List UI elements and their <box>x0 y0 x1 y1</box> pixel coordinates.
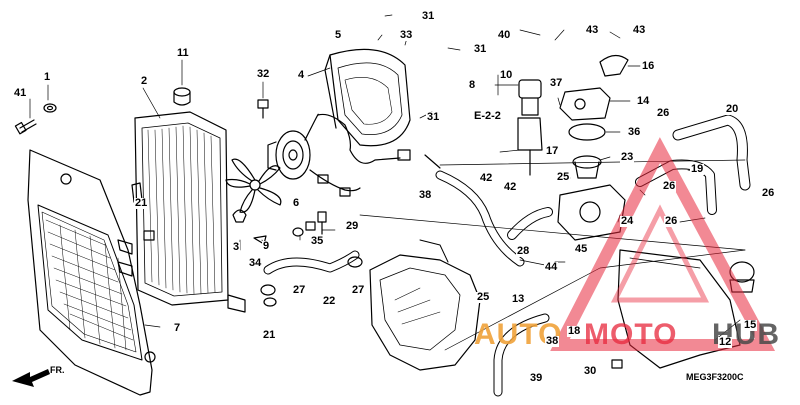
callout-36[interactable]: 36 <box>627 126 642 138</box>
callout-44[interactable]: 44 <box>544 261 559 273</box>
callout-40[interactable]: 40 <box>497 29 512 41</box>
callout-1[interactable]: 1 <box>43 71 52 83</box>
callout-41[interactable]: 41 <box>13 87 28 99</box>
front-direction-label: FR. <box>50 365 65 375</box>
callout-4[interactable]: 4 <box>297 69 306 81</box>
callout-14[interactable]: 14 <box>636 95 651 107</box>
diagram-code: MEG3F3200C <box>686 372 744 382</box>
watermark-triangle <box>550 137 776 351</box>
callout-24[interactable]: 24 <box>620 215 635 227</box>
callout-25[interactable]: 25 <box>556 171 571 183</box>
callout-27[interactable]: 27 <box>292 284 307 296</box>
callout-26[interactable]: 26 <box>664 215 679 227</box>
water-pipe <box>517 79 543 176</box>
hose-28 <box>507 207 553 240</box>
callout-42[interactable]: 42 <box>503 181 518 193</box>
callout-11[interactable]: 11 <box>176 47 190 59</box>
callout-3[interactable]: 3 <box>232 241 241 253</box>
hose-22 <box>263 250 360 275</box>
callout-8[interactable]: 8 <box>468 79 477 91</box>
watermark-triangle-inner <box>610 204 710 303</box>
o-ring-36 <box>568 123 606 141</box>
callout-39[interactable]: 39 <box>529 372 544 384</box>
fan-hardware <box>232 209 327 245</box>
thermostat <box>572 155 602 179</box>
leader-lines <box>29 14 746 351</box>
bracket-16 <box>599 54 629 77</box>
callout-29[interactable]: 29 <box>345 220 360 232</box>
callout-38[interactable]: 38 <box>545 335 560 347</box>
callout-25[interactable]: 25 <box>476 291 491 303</box>
callout-20[interactable]: 20 <box>725 103 740 115</box>
clamps <box>260 256 363 307</box>
callout-2[interactable]: 2 <box>140 75 149 87</box>
grommet <box>173 87 191 106</box>
callout-6[interactable]: 6 <box>292 197 301 209</box>
hose-38 <box>424 154 525 267</box>
hose-39 <box>493 313 550 397</box>
callout-16[interactable]: 16 <box>641 60 656 72</box>
callout-23[interactable]: 23 <box>620 151 635 163</box>
callout-27[interactable]: 27 <box>351 284 366 296</box>
callout-30[interactable]: 30 <box>583 365 598 377</box>
section-reference[interactable]: E-2-2 <box>474 110 501 122</box>
watermark-part2: MOTO <box>584 318 678 351</box>
thermostat-cover <box>559 87 611 121</box>
callout-33[interactable]: 33 <box>399 29 414 41</box>
callout-26[interactable]: 26 <box>761 187 776 199</box>
callout-9[interactable]: 9 <box>262 240 271 252</box>
callout-28[interactable]: 28 <box>516 245 531 257</box>
callout-26[interactable]: 26 <box>656 107 671 119</box>
callout-21[interactable]: 21 <box>134 197 149 209</box>
fan-shroud <box>324 48 411 147</box>
callout-43[interactable]: 43 <box>585 24 600 36</box>
callout-13[interactable]: 13 <box>511 293 526 305</box>
callout-38[interactable]: 38 <box>418 189 433 201</box>
callout-12[interactable]: 12 <box>718 336 733 348</box>
callout-19[interactable]: 19 <box>690 163 705 175</box>
callout-15[interactable]: 15 <box>743 319 758 331</box>
callout-31[interactable]: 31 <box>426 111 441 123</box>
callout-45[interactable]: 45 <box>574 243 589 255</box>
callout-10[interactable]: 10 <box>499 69 514 81</box>
radiator-core <box>131 111 246 313</box>
fan-blade <box>225 158 282 213</box>
callout-5[interactable]: 5 <box>334 29 343 41</box>
engine <box>369 239 481 371</box>
callout-35[interactable]: 35 <box>310 235 325 247</box>
callout-32[interactable]: 32 <box>256 68 271 80</box>
callout-18[interactable]: 18 <box>567 325 582 337</box>
fan-motor <box>267 113 411 197</box>
callout-43[interactable]: 43 <box>632 24 647 36</box>
callout-42[interactable]: 42 <box>479 172 494 184</box>
bolts-left <box>14 99 269 241</box>
callout-37[interactable]: 37 <box>549 77 564 89</box>
callout-21[interactable]: 21 <box>262 329 277 341</box>
callout-34[interactable]: 34 <box>248 257 263 269</box>
callout-31[interactable]: 31 <box>421 10 436 22</box>
callout-31[interactable]: 31 <box>473 43 488 55</box>
front-arrow <box>12 369 50 387</box>
callout-7[interactable]: 7 <box>173 322 182 334</box>
callout-26[interactable]: 26 <box>662 180 677 192</box>
radiator-grille <box>27 149 156 396</box>
callout-22[interactable]: 22 <box>322 295 337 307</box>
callout-17[interactable]: 17 <box>545 145 560 157</box>
